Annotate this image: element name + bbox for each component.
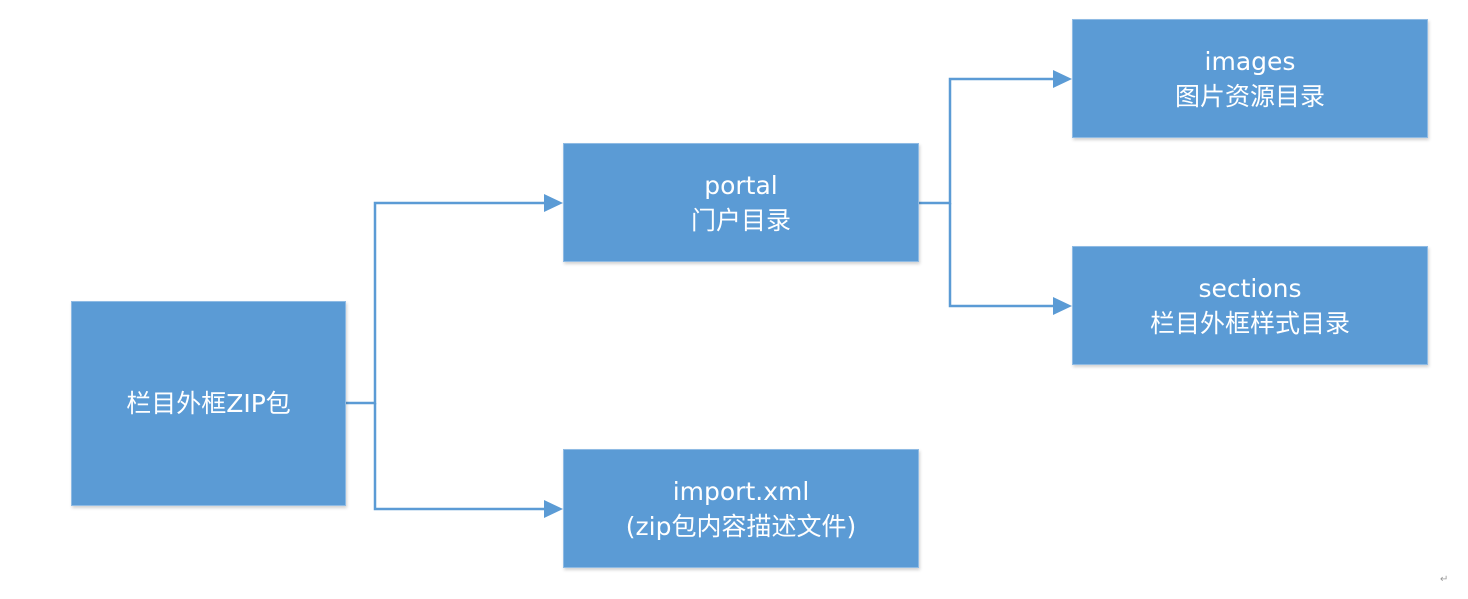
node-import-description: (zip包内容描述文件) — [625, 511, 857, 541]
node-sections-directory: sections 栏目外框样式目录 — [1072, 246, 1428, 365]
node-zip-package-label: 栏目外框ZIP包 — [126, 389, 291, 418]
node-import-xml: import.xml (zip包内容描述文件) — [563, 449, 919, 568]
node-import-name: import.xml — [672, 476, 810, 506]
edge-root-to-import — [373, 403, 563, 518]
node-images-description: 图片资源目录 — [1174, 81, 1325, 111]
node-images-directory: images 图片资源目录 — [1072, 19, 1428, 138]
edge-portal-to-images — [919, 70, 1072, 205]
edge-portal-to-sections — [948, 203, 1072, 315]
node-portal-name: portal — [704, 170, 778, 200]
node-zip-package: 栏目外框ZIP包 — [71, 301, 346, 506]
node-portal-directory: portal 门户目录 — [563, 143, 919, 262]
paragraph-mark: ↵ — [1440, 574, 1449, 585]
edge-root-to-portal — [346, 194, 563, 405]
node-images-name: images — [1204, 46, 1296, 76]
node-sections-name: sections — [1198, 273, 1302, 303]
node-sections-description: 栏目外框样式目录 — [1149, 308, 1350, 338]
node-portal-description: 门户目录 — [690, 205, 791, 235]
